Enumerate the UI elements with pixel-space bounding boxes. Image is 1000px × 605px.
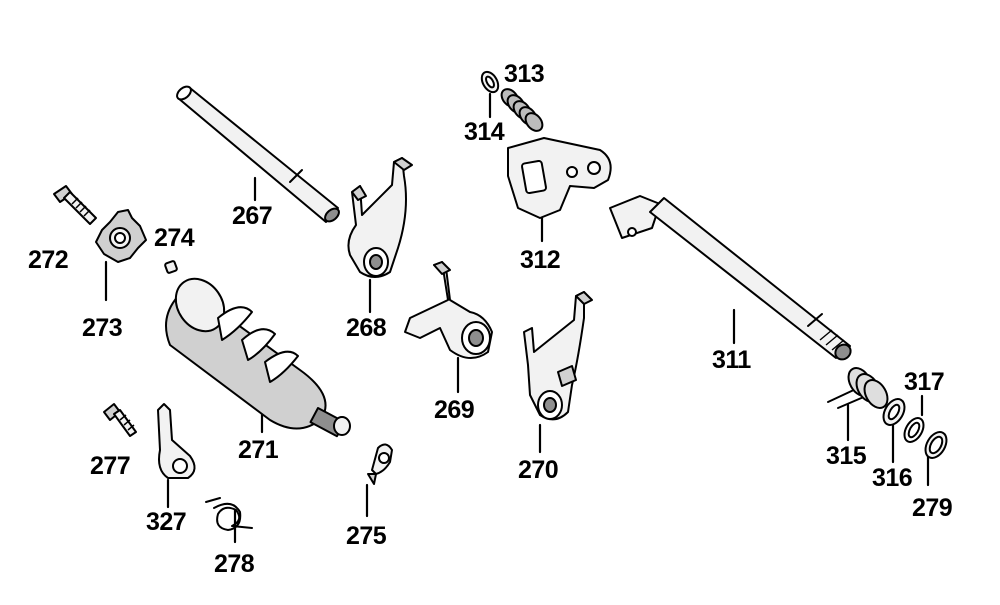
part-270-shift-fork bbox=[523, 291, 593, 421]
label-267: 267 bbox=[232, 202, 272, 230]
label-270: 270 bbox=[518, 456, 558, 484]
label-313: 313 bbox=[504, 60, 544, 88]
label-317: 317 bbox=[904, 368, 944, 396]
label-274: 274 bbox=[154, 224, 195, 252]
label-277: 277 bbox=[90, 452, 130, 480]
part-277-bolt bbox=[103, 403, 137, 437]
part-267-shift-rod bbox=[176, 85, 340, 223]
part-315-return-spring bbox=[827, 367, 889, 409]
label-312: 312 bbox=[520, 246, 560, 274]
leader-lines bbox=[104, 92, 930, 544]
label-314: 314 bbox=[464, 118, 505, 146]
part-278-spring bbox=[205, 497, 253, 531]
label-327: 327 bbox=[146, 508, 186, 536]
part-272-bolt bbox=[53, 185, 97, 225]
part-275-stopper bbox=[367, 443, 393, 485]
part-273-star-plate bbox=[95, 209, 147, 263]
part-314-washer bbox=[480, 70, 500, 94]
label-316: 316 bbox=[872, 464, 912, 492]
part-274-pin bbox=[164, 260, 178, 274]
part-279-washer bbox=[924, 431, 948, 459]
part-311-shift-shaft bbox=[609, 195, 852, 361]
label-278: 278 bbox=[214, 550, 255, 578]
label-271: 271 bbox=[238, 436, 279, 464]
part-313-spring bbox=[500, 88, 544, 132]
part-268-shift-fork bbox=[347, 157, 413, 278]
label-268: 268 bbox=[346, 314, 387, 342]
part-316-washer bbox=[882, 398, 906, 426]
part-317-circlip bbox=[903, 417, 925, 443]
part-312-plate bbox=[507, 137, 612, 219]
label-272: 272 bbox=[28, 246, 68, 274]
part-labels: 267 268 269 270 271 272 273 274 275 277 … bbox=[28, 60, 953, 578]
label-315: 315 bbox=[826, 442, 867, 470]
label-279: 279 bbox=[912, 494, 952, 522]
label-311: 311 bbox=[712, 346, 751, 374]
part-327-stopper-arm bbox=[157, 403, 196, 479]
label-273: 273 bbox=[82, 314, 122, 342]
part-269-shift-fork bbox=[404, 261, 493, 359]
part-271-shift-drum bbox=[165, 277, 351, 438]
label-269: 269 bbox=[434, 396, 474, 424]
label-275: 275 bbox=[346, 522, 387, 550]
